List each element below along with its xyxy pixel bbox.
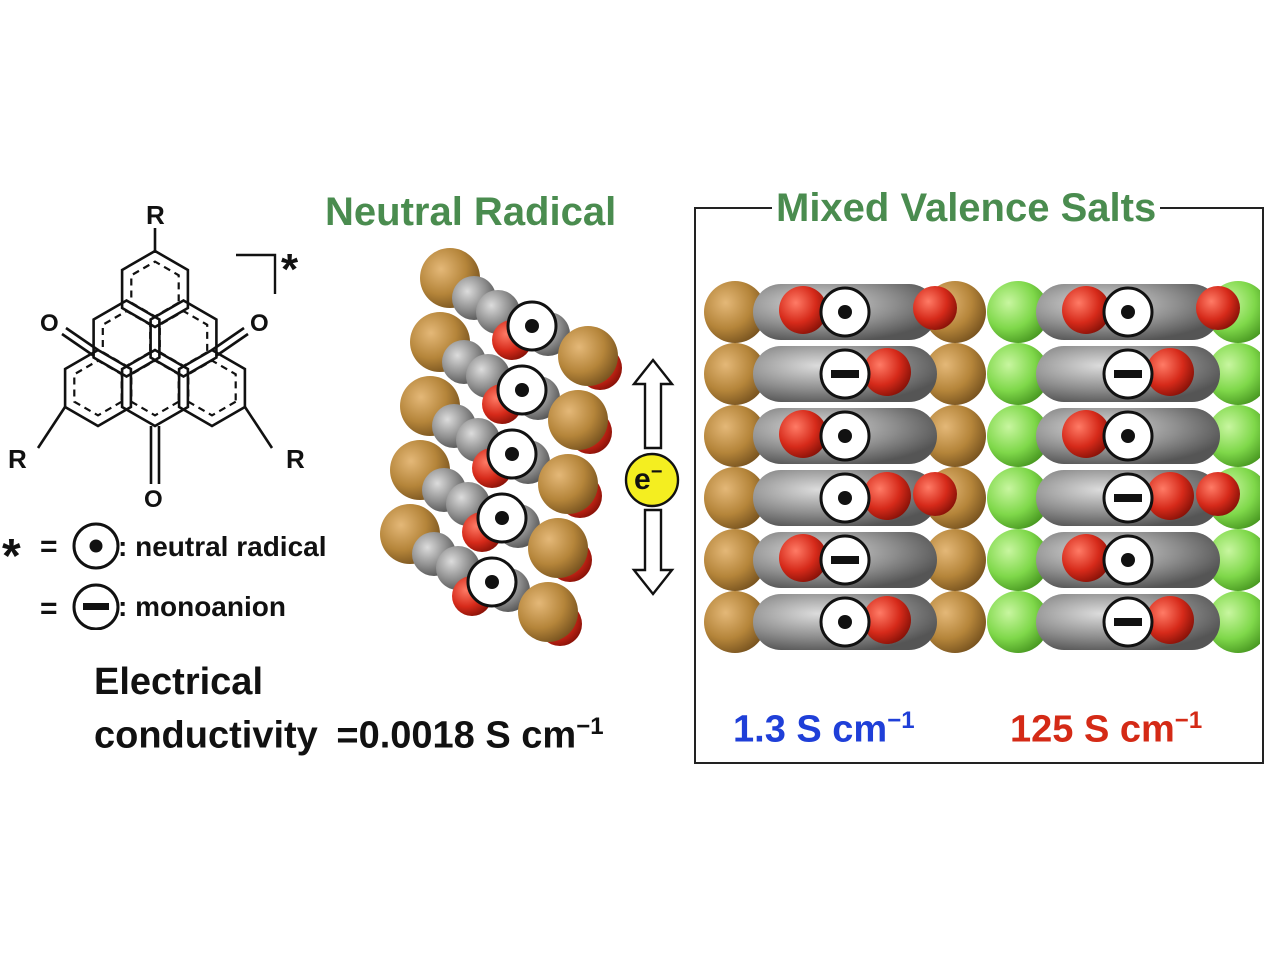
mv2-value: 125 S cm [1010,708,1175,751]
mixed-valence-title: Mixed Valence Salts [772,186,1161,231]
arrow-up [631,358,675,450]
mv-layer [704,343,986,405]
bond-lines [36,228,274,484]
neutral-radical-title: Neutral Radical [325,190,617,234]
electron-sup: − [650,461,663,483]
molecule-structure: R R R O O O * [8,200,305,513]
neutral-conductivity-value: 0.0018 S cm [358,714,577,757]
neutral-layer [390,440,592,582]
mv-layer [987,591,1260,653]
charge-star: * [281,245,299,294]
neutral-layer [380,504,582,646]
neutral-layer [420,248,622,390]
electron-transfer-arrow [624,358,680,596]
mv-layer [704,281,986,343]
mv-layer [704,591,986,653]
stack-bromo [704,281,986,653]
substituent-r-right: R [286,444,305,474]
mixed-valence-stacks [704,281,1260,653]
oxygen-bottom: O [144,486,163,513]
legend-anion-label: : monoanion [118,591,286,622]
electron-circle [624,452,680,508]
mv-layer [987,343,1260,405]
stack-chloro [987,281,1260,653]
aromatic-dashes [73,260,237,417]
mv1-sup: −1 [887,707,915,734]
arrow-down [631,508,675,596]
conductivity-line1: Electrical [94,661,263,703]
legend-symbols: * = = [2,522,120,630]
neutral-layer [410,312,612,454]
mv-layer [987,467,1260,529]
mv-layer [704,405,986,467]
electron-symbol: e [634,463,651,496]
neutral-layer [400,376,602,518]
mv2-conductivity: 125 S cm−1 [1010,707,1202,752]
conductivity-equals: = [336,714,359,757]
conductivity-label: conductivity [94,714,318,757]
legend-equals-1: = [40,530,58,563]
substituent-r-top: R [146,200,165,230]
mv-layer [987,281,1260,343]
neutral-unit-sup: −1 [576,713,604,740]
oxygen-right: O [250,310,269,337]
electron-label: e− [634,461,662,497]
conductivity-line2: conductivity =0.0018 S cm−1 [94,705,604,758]
mv-layer [704,467,986,529]
mv1-conductivity: 1.3 S cm−1 [733,707,915,752]
legend-radical-label: : neutral radical [118,531,327,562]
substituent-r-left: R [8,444,27,474]
charge-bracket [236,253,277,294]
oxygen-left: O [40,310,59,337]
mv-layer [704,529,986,591]
mv2-sup: −1 [1174,707,1203,734]
mv-layer [987,405,1260,467]
legend-equals-2: = [40,592,58,625]
legend-star: * [2,530,21,583]
neutral-radical-stack [380,248,622,646]
mv1-value: 1.3 S cm [733,708,888,751]
mv-layer [987,529,1260,591]
